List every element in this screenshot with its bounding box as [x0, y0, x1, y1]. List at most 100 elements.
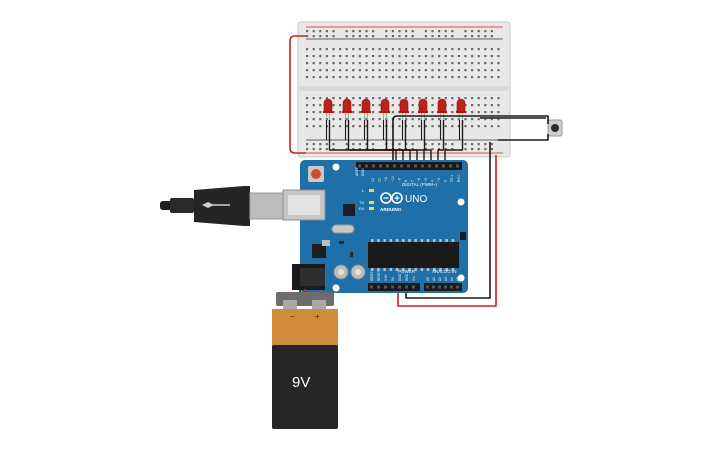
breadboard-hole [345, 35, 348, 38]
header-pin[interactable] [391, 285, 394, 289]
chip-pin [408, 239, 411, 242]
led-rim [418, 111, 428, 113]
led-rim [342, 111, 352, 113]
arduino-logo-icon [380, 192, 403, 204]
breadboard-hole [497, 111, 500, 114]
pin-label: A5 [456, 277, 460, 281]
breadboard-hole [372, 55, 375, 58]
header-pin[interactable] [421, 164, 424, 168]
header-pin[interactable] [405, 285, 408, 289]
breadboard-hole [378, 125, 381, 128]
breadboard-hole [451, 69, 454, 72]
smd-component [350, 252, 353, 257]
breadboard-hole [444, 118, 447, 121]
breadboard-hole [424, 125, 427, 128]
usb-b-port-inner [288, 195, 320, 215]
breadboard-hole [477, 143, 480, 146]
header-pin[interactable] [442, 164, 445, 168]
header-pin[interactable] [384, 285, 387, 289]
header-pin[interactable] [432, 285, 435, 289]
breadboard-hole [391, 97, 394, 100]
header-pin[interactable] [426, 285, 429, 289]
breadboard-hole [312, 69, 315, 72]
breadboard-hole [358, 30, 361, 33]
chip-pin [371, 239, 374, 242]
chip-pin [451, 239, 455, 242]
breadboard-hole [431, 62, 434, 65]
reset-button[interactable] [311, 169, 321, 179]
breadboard-hole [477, 48, 480, 51]
breadboard-hole [325, 97, 328, 100]
breadboard-hole [385, 55, 388, 58]
pin-label: GND [398, 273, 402, 281]
battery-9v[interactable]: − + 9V [272, 289, 338, 429]
breadboard-hole [391, 62, 394, 65]
breadboard-hole [358, 76, 361, 79]
header-pin[interactable] [386, 164, 389, 168]
breadboard-hole [438, 148, 441, 151]
header-pin[interactable] [370, 285, 373, 289]
header-pin[interactable] [444, 285, 447, 289]
breadboard-hole [490, 104, 493, 107]
breadboard-hole [352, 143, 355, 146]
breadboard-hole [464, 62, 467, 65]
chip-pin [433, 268, 436, 271]
header-pin[interactable] [400, 164, 403, 168]
breadboard-hole [365, 143, 368, 146]
header-pin[interactable] [428, 164, 431, 168]
header-pin[interactable] [450, 285, 453, 289]
breadboard-hole [444, 97, 447, 100]
header-pin[interactable] [379, 164, 382, 168]
breadboard-hole [477, 76, 480, 79]
breadboard-hole [464, 30, 467, 33]
chip-pin [402, 239, 405, 242]
breadboard-hole [312, 143, 315, 146]
pin-label: 12 [378, 178, 382, 182]
header-pin[interactable] [456, 164, 459, 168]
battery-terminal-minus [283, 300, 297, 309]
pin-label: 2 [444, 180, 448, 182]
breadboard-hole [319, 48, 322, 51]
header-pin[interactable] [393, 164, 396, 168]
pin-label: 5V [391, 276, 395, 281]
breadboard-hole [365, 125, 368, 128]
breadboard-hole [477, 125, 480, 128]
led-rx-label: RX [359, 206, 365, 211]
header-pin[interactable] [456, 285, 459, 289]
breadboard[interactable] [297, 21, 511, 158]
breadboard-hole [431, 97, 434, 100]
breadboard-hole [424, 143, 427, 146]
breadboard-hole [431, 104, 434, 107]
header-pin[interactable] [407, 164, 410, 168]
breadboard-hole [332, 118, 335, 121]
header-pin[interactable] [372, 164, 375, 168]
breadboard-hole [477, 104, 480, 107]
breadboard-hole [319, 35, 322, 38]
header-pin[interactable] [438, 285, 441, 289]
breadboard-hole [438, 35, 441, 38]
breadboard-hole [398, 35, 401, 38]
header-pin[interactable] [377, 285, 380, 289]
header-pin[interactable] [414, 164, 417, 168]
breadboard-hole [477, 97, 480, 100]
breadboard-hole [339, 125, 342, 128]
breadboard-hole [471, 55, 474, 58]
breadboard-hole [332, 111, 335, 114]
chip-pin [445, 239, 448, 242]
wire-black-led [404, 120, 425, 163]
breadboard-hole [352, 104, 355, 107]
breadboard-hole [464, 76, 467, 79]
breadboard-hole [372, 35, 375, 38]
breadboard-hole [325, 62, 328, 65]
breadboard-hole [451, 35, 454, 38]
breadboard-hole [418, 55, 421, 58]
breadboard-hole [306, 125, 309, 128]
header-pin[interactable] [358, 164, 361, 168]
push-button[interactable] [547, 119, 563, 137]
header-pin[interactable] [365, 164, 368, 168]
header-pin[interactable] [449, 164, 452, 168]
header-pin[interactable] [435, 164, 438, 168]
header-pin[interactable] [398, 285, 401, 289]
header-pin[interactable] [412, 285, 415, 289]
